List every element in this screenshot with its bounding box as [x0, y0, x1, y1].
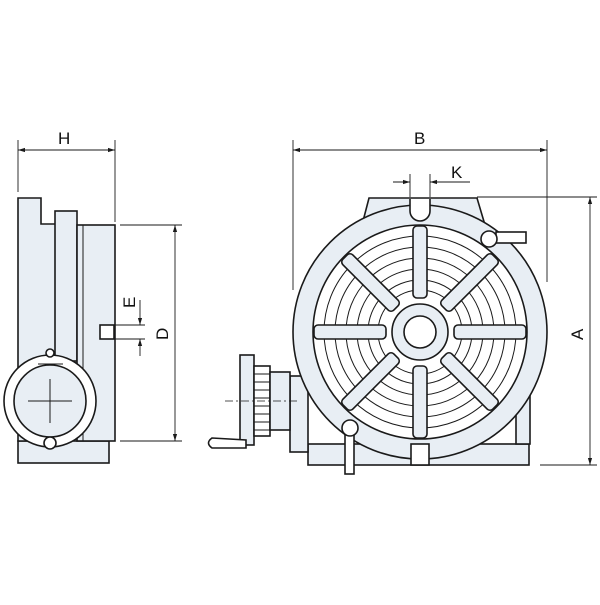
- slot-right: [453, 324, 527, 340]
- slot-top: [412, 225, 428, 299]
- side-column: [54, 210, 78, 362]
- label-b: B: [414, 129, 425, 148]
- slot-bottom: [412, 365, 428, 439]
- bottom-lever-knob: [341, 419, 359, 437]
- handwheel-knob-bottom: [43, 436, 57, 450]
- label-d: D: [153, 328, 172, 340]
- crank-flange: [239, 354, 255, 446]
- slot-diag-1: [439, 252, 500, 313]
- slot-diag-3: [340, 351, 401, 412]
- dimensions: H D E B K A: [17, 129, 597, 466]
- slot-diag-4: [439, 351, 500, 412]
- label-h: H: [58, 129, 70, 148]
- radial-slots: [313, 225, 527, 439]
- top-u-slot: [409, 199, 431, 222]
- knurl-lines: [254, 373, 270, 431]
- label-k: K: [451, 163, 463, 182]
- slot-diag-2: [340, 252, 401, 313]
- handwheel-knob-top: [45, 348, 55, 358]
- center-foot: [410, 443, 430, 466]
- lock-lever-knob: [480, 230, 498, 248]
- slot-left: [313, 324, 387, 340]
- front-view: [207, 197, 548, 475]
- crank-grip: [207, 437, 247, 449]
- hub-bore: [403, 315, 437, 349]
- label-a: A: [568, 328, 587, 340]
- lock-lever-bar: [495, 231, 527, 244]
- label-e: E: [120, 297, 139, 308]
- t-slot-mark: [99, 324, 115, 340]
- bottom-lever-bar: [344, 431, 355, 475]
- side-view: [3, 197, 116, 464]
